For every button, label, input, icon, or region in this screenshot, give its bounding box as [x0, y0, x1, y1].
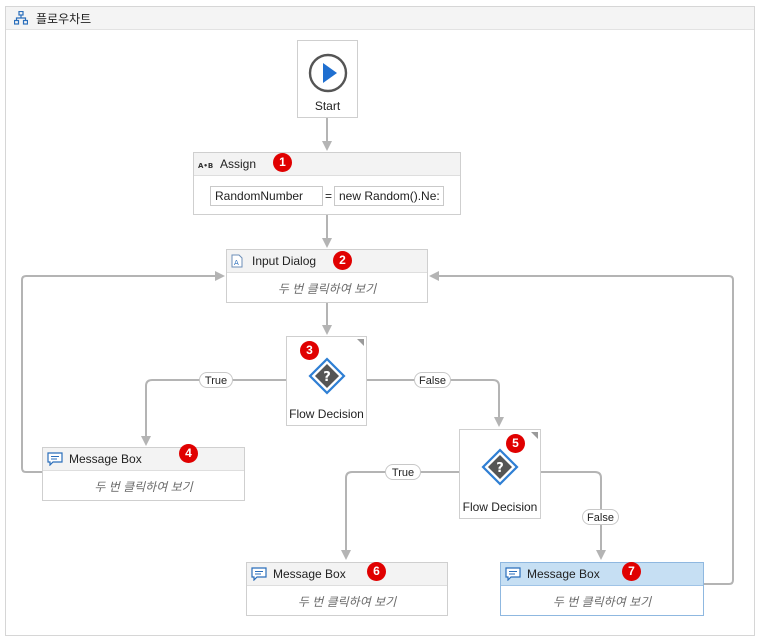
assign-activity[interactable]: A•B Assign RandomNumber = new Random().N…: [193, 152, 461, 215]
play-icon: [308, 53, 348, 93]
wire-decision2-false: [541, 471, 606, 560]
step-badge-2: 2: [333, 251, 352, 270]
message-box-4-title: Message Box: [69, 452, 142, 466]
flowchart-icon: [14, 11, 28, 25]
expand-corner-icon: [357, 339, 364, 346]
wire-msg7-loop: [429, 271, 734, 585]
message-box-7-title: Message Box: [527, 567, 600, 581]
wire-msg4-loop: [21, 271, 225, 473]
input-dialog-title: Input Dialog: [252, 254, 317, 268]
message-icon: [47, 452, 63, 466]
message-icon: [251, 567, 267, 581]
input-dialog-icon: A: [231, 254, 243, 268]
svg-text:A•B: A•B: [198, 162, 213, 170]
svg-text:?: ?: [323, 370, 331, 385]
message-box-4-header: Message Box: [43, 448, 244, 471]
message-box-4-body: 두 번 클릭하여 보기: [94, 480, 193, 494]
message-box-4[interactable]: Message Box 두 번 클릭하여 보기: [42, 447, 245, 501]
flowchart-canvas: [5, 6, 755, 636]
panel-title: 플로우차트: [36, 12, 92, 26]
message-icon: [505, 567, 521, 581]
assign-operator: =: [325, 189, 333, 203]
step-badge-1: 1: [273, 153, 292, 172]
flow-decision-1-label: Flow Decision: [289, 407, 364, 421]
input-dialog-body: 두 번 클릭하여 보기: [277, 282, 377, 296]
svg-text:?: ?: [496, 461, 504, 476]
assign-title: Assign: [220, 157, 257, 171]
wire-decision1-false: [367, 379, 504, 427]
decision-1-true-label: True: [199, 372, 233, 388]
message-box-6[interactable]: Message Box 두 번 클릭하여 보기: [246, 562, 448, 616]
assign-header: A•B Assign: [194, 153, 460, 176]
message-box-7[interactable]: Message Box 두 번 클릭하여 보기: [500, 562, 704, 616]
step-badge-3: 3: [300, 341, 319, 360]
flow-decision-2[interactable]: ? Flow Decision: [459, 429, 541, 519]
question-icon: ?: [481, 448, 519, 486]
message-box-7-body: 두 번 클릭하여 보기: [552, 595, 652, 609]
assign-value-field[interactable]: new Random().Ne:: [334, 186, 444, 206]
start-node[interactable]: Start: [297, 40, 358, 118]
decision-2-false-label: False: [582, 509, 619, 525]
step-badge-6: 6: [367, 562, 386, 581]
panel-title-bar: 플로우차트: [6, 7, 754, 30]
svg-text:A: A: [234, 259, 239, 267]
expand-corner-icon: [531, 432, 538, 439]
input-dialog-header: A Input Dialog: [227, 250, 427, 273]
start-label: Start: [314, 99, 341, 113]
step-badge-4: 4: [179, 444, 198, 463]
flow-decision-1[interactable]: ? Flow Decision: [286, 336, 367, 426]
input-dialog-activity[interactable]: A Input Dialog 두 번 클릭하여 보기: [226, 249, 428, 303]
message-box-7-header: Message Box: [501, 563, 703, 586]
step-badge-7: 7: [622, 562, 641, 581]
decision-1-false-label: False: [414, 372, 451, 388]
message-box-6-body: 두 번 클릭하여 보기: [297, 595, 397, 609]
assign-to-field[interactable]: RandomNumber: [210, 186, 323, 206]
assign-icon: A•B: [198, 162, 213, 170]
wire-decision2-true: [341, 471, 459, 560]
message-box-6-header: Message Box: [247, 563, 447, 586]
decision-2-true-label: True: [385, 464, 421, 480]
flow-decision-2-label: Flow Decision: [462, 500, 538, 514]
question-icon: ?: [308, 357, 346, 395]
step-badge-5: 5: [506, 434, 525, 453]
wire-decision1-true: [141, 379, 286, 446]
message-box-6-title: Message Box: [273, 567, 346, 581]
